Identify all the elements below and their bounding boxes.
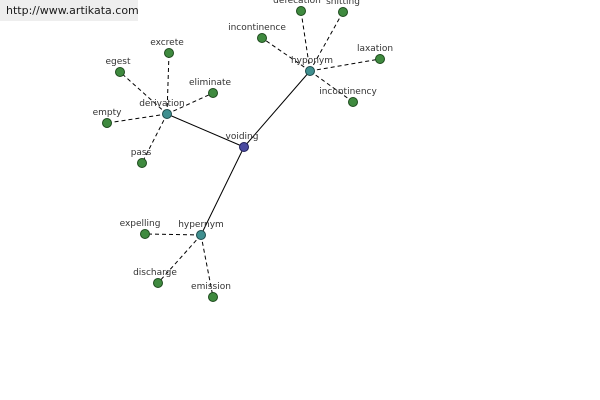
edge-hyponym-incontinency	[309, 70, 354, 103]
node-pass[interactable]	[137, 158, 147, 168]
edge-hypernym-expelling	[144, 233, 202, 236]
edge-voiding-hyponym	[243, 70, 311, 148]
edge-hyponym-incontinence	[261, 37, 311, 72]
node-label-discharge: discharge	[133, 268, 177, 278]
edge-derivation-excrete	[166, 52, 170, 115]
edge-hyponym-laxation	[309, 58, 381, 72]
node-defecation[interactable]	[296, 6, 306, 16]
node-empty[interactable]	[102, 118, 112, 128]
node-label-empty: empty	[93, 108, 123, 118]
node-label-hyponym: hyponym	[291, 56, 333, 66]
node-expelling[interactable]	[140, 229, 150, 239]
graph-labels: egest excrete eliminate empty pass defecation…	[93, 0, 393, 292]
edge-derivation-egest	[119, 71, 168, 115]
node-hyponym[interactable]	[305, 66, 315, 76]
edge-hyponym-shitting	[309, 11, 344, 72]
node-eliminate[interactable]	[208, 88, 218, 98]
node-label-laxation: laxation	[357, 44, 393, 54]
node-laxation[interactable]	[375, 54, 385, 64]
node-label-eliminate: eliminate	[189, 78, 232, 88]
node-incontinence[interactable]	[257, 33, 267, 43]
node-label-defecation: defecation	[273, 0, 321, 6]
node-excrete[interactable]	[164, 48, 174, 58]
edge-derivation-eliminate	[166, 92, 214, 115]
edge-hypernym-emission	[200, 234, 214, 298]
node-label-voiding: voiding	[226, 132, 259, 142]
edge-derivation-empty	[106, 113, 168, 124]
graph-edges	[106, 10, 381, 298]
edge-derivation-pass	[141, 113, 168, 164]
node-label-derivation: derivation	[139, 99, 185, 109]
node-discharge[interactable]	[153, 278, 163, 288]
node-label-excrete: excrete	[150, 38, 184, 48]
node-label-egest: egest	[105, 57, 130, 67]
node-label-incontinence: incontinence	[228, 23, 286, 33]
edge-voiding-hypernym	[200, 146, 245, 236]
node-voiding[interactable]	[239, 142, 249, 152]
edge-hypernym-discharge	[157, 234, 202, 284]
node-shitting[interactable]	[338, 7, 348, 17]
node-label-expelling: expelling	[120, 219, 161, 229]
node-emission[interactable]	[208, 292, 218, 302]
source-link[interactable]: http://www.artikata.com	[0, 0, 139, 21]
node-label-incontinency: incontinency	[319, 87, 377, 97]
node-label-shitting: shitting	[326, 0, 360, 7]
node-hypernym[interactable]	[196, 230, 206, 240]
node-label-pass: pass	[131, 148, 152, 158]
node-incontinency[interactable]	[348, 97, 358, 107]
node-derivation[interactable]	[162, 109, 172, 119]
edge-voiding-derivation	[166, 113, 245, 148]
node-label-emission: emission	[191, 282, 231, 292]
graph-nodes	[102, 6, 385, 302]
node-egest[interactable]	[115, 67, 125, 77]
node-label-hypernym: hypernym	[178, 220, 224, 230]
edge-hyponym-defecation	[300, 10, 311, 72]
